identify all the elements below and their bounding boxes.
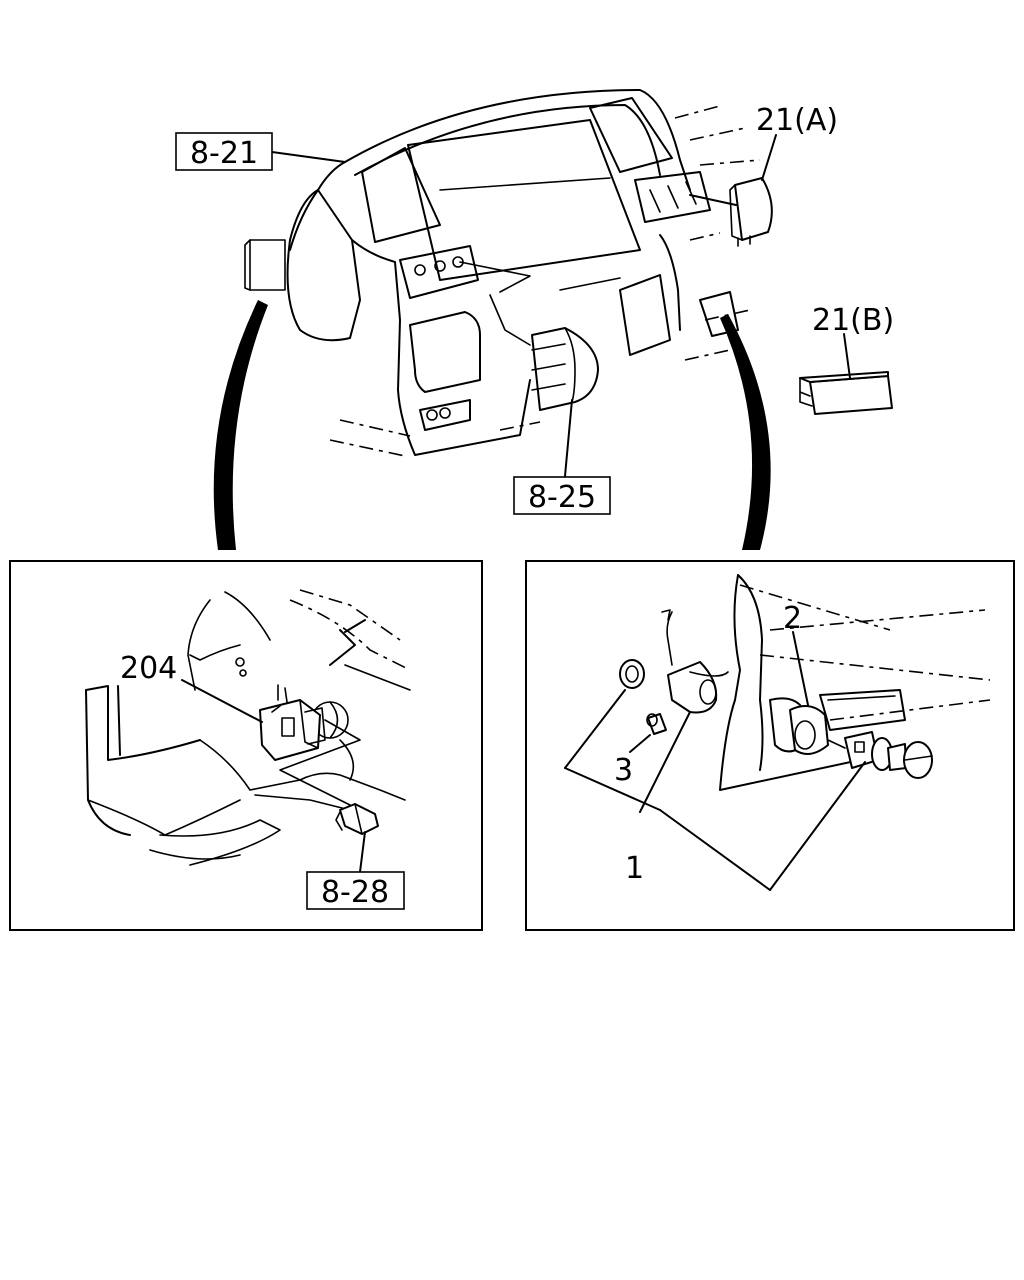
leader-21a [761,134,777,181]
detail-pointer-right [720,314,771,550]
leader-2 [792,631,809,706]
leader-3 [629,734,651,753]
leader-204 [181,679,263,723]
leader-8-25 [564,399,573,477]
callout-8-28: 8-28 [321,875,389,910]
switch-21b [799,371,893,415]
leader-21b [843,333,851,379]
small-bulb-part-3 [646,713,667,735]
callout-box-8-21 [175,132,273,171]
cigarette-lighter-illustration [564,574,991,891]
callout-8-21: 8-21 [190,136,258,171]
callout-21b: 21(B) [812,303,894,338]
retaining-ring [619,659,645,689]
lighter-plug [844,731,933,779]
callout-box-8-28 [306,871,405,910]
callout-8-25: 8-25 [528,480,596,515]
relay-204 [259,684,326,761]
callout-3: 3 [614,753,633,788]
bolt-8-28 [335,803,379,835]
socket-with-wire [661,609,729,714]
detail-pointer-left [213,300,268,550]
unit-8-25 [531,327,599,411]
instrument-panel-illustration [244,89,893,457]
switch-21a [729,177,773,247]
bezel-part-2 [789,705,829,755]
callout-21a: 21(A) [756,103,838,138]
leader-8-28 [359,831,366,873]
callout-1: 1 [625,851,644,886]
detail-panel-left [9,560,483,931]
leader-8-21 [271,151,346,163]
callout-204: 204 [120,651,177,686]
detail-panel-right [525,560,1015,931]
relay-mount-illustration [85,589,411,866]
callout-box-8-25 [513,476,611,515]
callout-2: 2 [783,601,802,636]
